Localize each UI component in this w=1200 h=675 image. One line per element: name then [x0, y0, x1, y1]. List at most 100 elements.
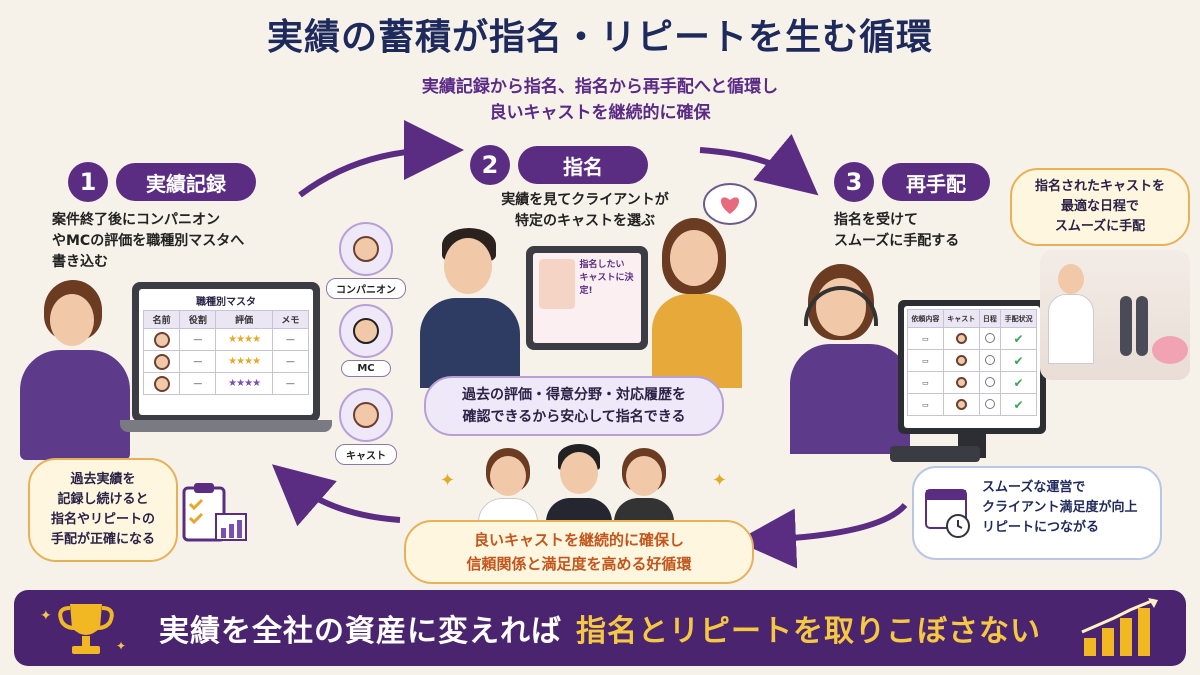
master-header: 役割 [179, 310, 217, 329]
schedule-header: 手配状況 [1000, 309, 1037, 328]
cloud-bottom-center-line: 信頼関係と満足度を高める好循環 [466, 555, 692, 573]
cloud-center-line: 確認できるから安心して指名できる [462, 409, 686, 425]
rating-stars: ★★★★ [228, 334, 261, 345]
cloud-bottom-right-note: スムーズな運営で クライアント満足度が向上 リピートにつながる [912, 466, 1162, 560]
step-1-number: 1 [68, 162, 108, 202]
monitor-schedule: 依頼内容 キャスト 日程 手配状況 ▭✔ ▭✔ ▭✔ ▭✔ [898, 300, 1046, 434]
footer-highlight-text: 指名とリピートを取りこぼさない [576, 614, 1041, 649]
cloud-left-line: 指名やリピートの [50, 512, 155, 527]
master-header: メモ [271, 310, 310, 329]
heart-icon [703, 183, 757, 225]
laptop-base [120, 420, 332, 432]
step-2-desc-line: 実績を見てクライアントが [501, 192, 669, 208]
sparkle-icon: ✦ [440, 470, 456, 491]
table-row: ▭✔ [907, 349, 1037, 372]
avatar [153, 375, 170, 392]
cast-avatar [339, 388, 393, 442]
rating-stars: ★★★★ [228, 356, 261, 367]
step-3-number: 3 [834, 162, 874, 202]
subtitle-line-1: 実績記録から指名、指名から再手配へと循環し [421, 77, 779, 97]
master-header: 名前 [142, 310, 181, 329]
client-woman-illustration [652, 218, 742, 388]
cloud-bottom-right-line: スムーズな運営で [982, 480, 1086, 495]
footer-main-text: 実績を全社の資産に変えれば [159, 614, 562, 649]
cloud-left-line: 記録し続けると [57, 492, 149, 507]
cloud-top-right-note: 指名されたキャストを 最適な日程で スムーズに手配 [1010, 168, 1190, 246]
venue-scene [1040, 250, 1190, 380]
cloud-top-right-line: 最適な日程で [1060, 199, 1139, 214]
rising-chart-icon [1081, 598, 1158, 656]
schedule-header: 依頼内容 [907, 309, 944, 328]
schedule-table: 依頼内容 キャスト 日程 手配状況 ▭✔ ▭✔ ▭✔ ▭✔ [907, 309, 1037, 416]
avatar [153, 353, 170, 370]
flower-arrangement [1152, 336, 1188, 364]
step-1-description: 案件終了後にコンパニオン やMCの評価を職種別マスタへ 書き込む [52, 210, 312, 273]
laptop-master-table: 職種別マスタ 名前 役割 評価 メモ — ★★★★— — ★★★★— — ★★★… [132, 282, 320, 422]
schedule-header: キャスト [942, 309, 980, 328]
arrow-3-to-bottom [736, 502, 908, 569]
step-2-description: 実績を見てクライアントが 特定のキャストを選ぶ [470, 190, 700, 232]
operator-illustration [790, 264, 910, 464]
cloud-top-right-line: スムーズに手配 [1054, 219, 1146, 234]
arrow-2-to-3 [699, 133, 819, 196]
svg-text:✦: ✦ [116, 639, 126, 653]
role-mc: MC [326, 304, 406, 377]
page-title: 実績の蓄積が指名・リピートを生む循環 [266, 17, 933, 58]
avatar [153, 331, 170, 348]
laptop-note: 指名したい キャストに決定! [579, 259, 635, 337]
step-1-desc-line: 案件終了後にコンパニオン [52, 212, 220, 228]
cloud-center-line: 過去の評価・得意分野・対応履歴を [462, 387, 686, 403]
table-row: — ★★★★— [142, 350, 310, 373]
step-3-label: 再手配 [882, 163, 990, 201]
page-subtitle: 実績記録から指名、指名から再手配へと循環し 良いキャストを継続的に確保 [0, 74, 1200, 126]
cloud-bottom-center-line: 良いキャストを継続的に確保し [473, 531, 684, 549]
mc-avatar [339, 304, 393, 358]
cast-photo [539, 259, 576, 309]
step-1-desc-line: やMCの評価を職種別マスタへ [52, 233, 245, 249]
trophy-icon: ✦ ✦ [40, 604, 126, 654]
role-cast: キャスト [326, 388, 406, 465]
rating-stars: ★★★★ [228, 378, 261, 389]
subtitle-line-2: 良いキャストを継続的に確保 [489, 103, 711, 123]
role-label: コンパニオン [326, 278, 406, 299]
laptop-note-line: キャストに決定! [579, 273, 634, 296]
step-2-label: 指名 [518, 146, 648, 184]
role-companion: コンパニオン [326, 222, 406, 299]
footer-banner: ✦ ✦ 実績を全社の資産に変えれば 指名とリピートを取りこぼさない [14, 590, 1186, 666]
woman-writing-illustration [10, 280, 150, 460]
arrow-bottom-to-1 [271, 464, 401, 527]
table-row: — ★★★★— [142, 328, 310, 351]
step-1-desc-line: 書き込む [52, 254, 108, 270]
clipboard-icon [182, 483, 247, 542]
cloud-center-note: 過去の評価・得意分野・対応履歴を 確認できるから安心して指名できる [424, 376, 724, 436]
sparkle-icon: ✦ [712, 470, 728, 491]
step-2-desc-line: 特定のキャストを選ぶ [515, 213, 655, 229]
table-row: ▭✔ [907, 371, 1037, 394]
cloud-left-line: 過去実績を [70, 472, 136, 487]
laptop-nomination: 指名したい キャストに決定! [526, 246, 648, 350]
step-3-desc-line: 指名を受けて [834, 212, 918, 228]
cloud-bottom-right-line: クライアント満足度が向上 [982, 500, 1138, 515]
calendar-icon [925, 489, 970, 538]
step-1-label: 実績記録 [116, 163, 256, 201]
master-table: 名前 役割 評価 メモ — ★★★★— — ★★★★— — ★★★★— [142, 310, 310, 395]
companion-avatar [339, 222, 393, 276]
master-table-title: 職種別マスタ [196, 297, 256, 308]
table-row: ▭✔ [907, 327, 1037, 350]
step-2-number: 2 [470, 145, 510, 185]
keyboard [890, 446, 980, 462]
cloud-left-note: 過去実績を 記録し続けると 指名やリピートの 手配が正確になる [28, 458, 178, 562]
step-3-description: 指名を受けて スムーズに手配する [834, 210, 1034, 252]
cloud-bottom-center-note: 良いキャストを継続的に確保し 信頼関係と満足度を高める好循環 [404, 520, 754, 584]
arrow-1-to-2 [298, 120, 464, 198]
step-3-desc-line: スムーズに手配する [834, 233, 960, 249]
cloud-bottom-right-line: リピートにつながる [982, 520, 1100, 535]
cloud-left-line: 手配が正確になる [50, 532, 155, 547]
svg-text:✦: ✦ [40, 608, 52, 624]
table-row: — ★★★★— [142, 372, 310, 395]
master-header: 評価 [215, 310, 273, 329]
laptop-note-line: 指名したい [579, 260, 625, 270]
role-label: MC [341, 360, 391, 377]
cloud-top-right-line: 指名されたキャストを [1034, 179, 1165, 194]
